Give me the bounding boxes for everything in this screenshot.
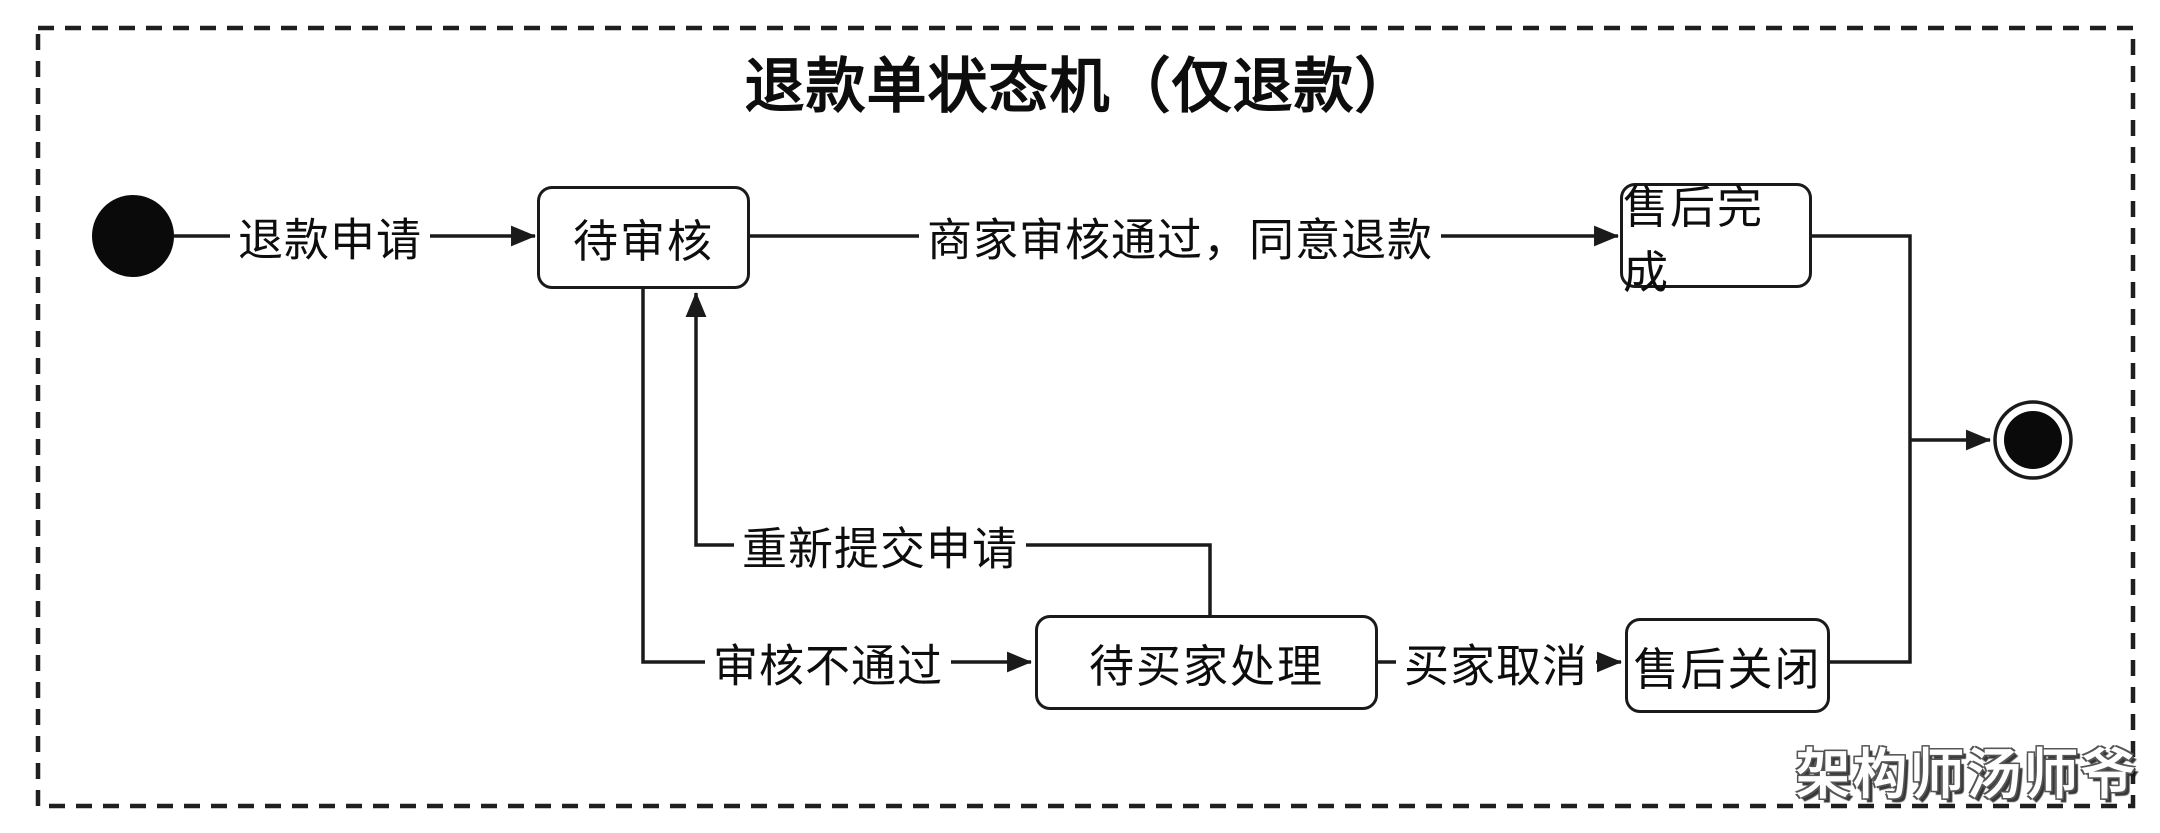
diagram-dashed-border <box>35 25 2136 809</box>
edge-label-resubmit: 重新提交申请 <box>733 512 1027 578</box>
state-after-sales-completed: 售后完成 <box>1620 182 1812 298</box>
diagram-title: 退款单状态机（仅退款） <box>744 53 1416 120</box>
initial-state-node <box>92 195 174 277</box>
edge-label-review-rejected: 审核不通过 <box>704 629 952 695</box>
watermark-text: 架构师汤师爷 <box>1796 745 2138 805</box>
edge-label-refund-request: 退款申请 <box>229 203 431 269</box>
final-state-core <box>2004 411 2062 469</box>
edge-label-merchant-approved: 商家审核通过，同意退款 <box>918 203 1442 269</box>
state-pending-buyer-label: 待买家处理 <box>1088 641 1324 692</box>
edge-completed-to-final <box>1812 234 1912 440</box>
edge-label-buyer-cancel: 买家取消 <box>1395 629 1597 695</box>
state-after-sales-closed-label: 售后关闭 <box>1633 644 1822 695</box>
state-after-sales-closed: 售后关闭 <box>1625 618 1830 713</box>
state-pending-buyer: 待买家处理 <box>1035 615 1378 710</box>
state-pending-review-label: 待审核 <box>572 216 714 267</box>
edge-closed-to-final <box>1830 440 1912 664</box>
state-pending-review: 待审核 <box>537 186 750 289</box>
edge-review-rejected <box>641 289 1033 673</box>
state-after-sales-completed-label: 售后完成 <box>1623 181 1765 298</box>
